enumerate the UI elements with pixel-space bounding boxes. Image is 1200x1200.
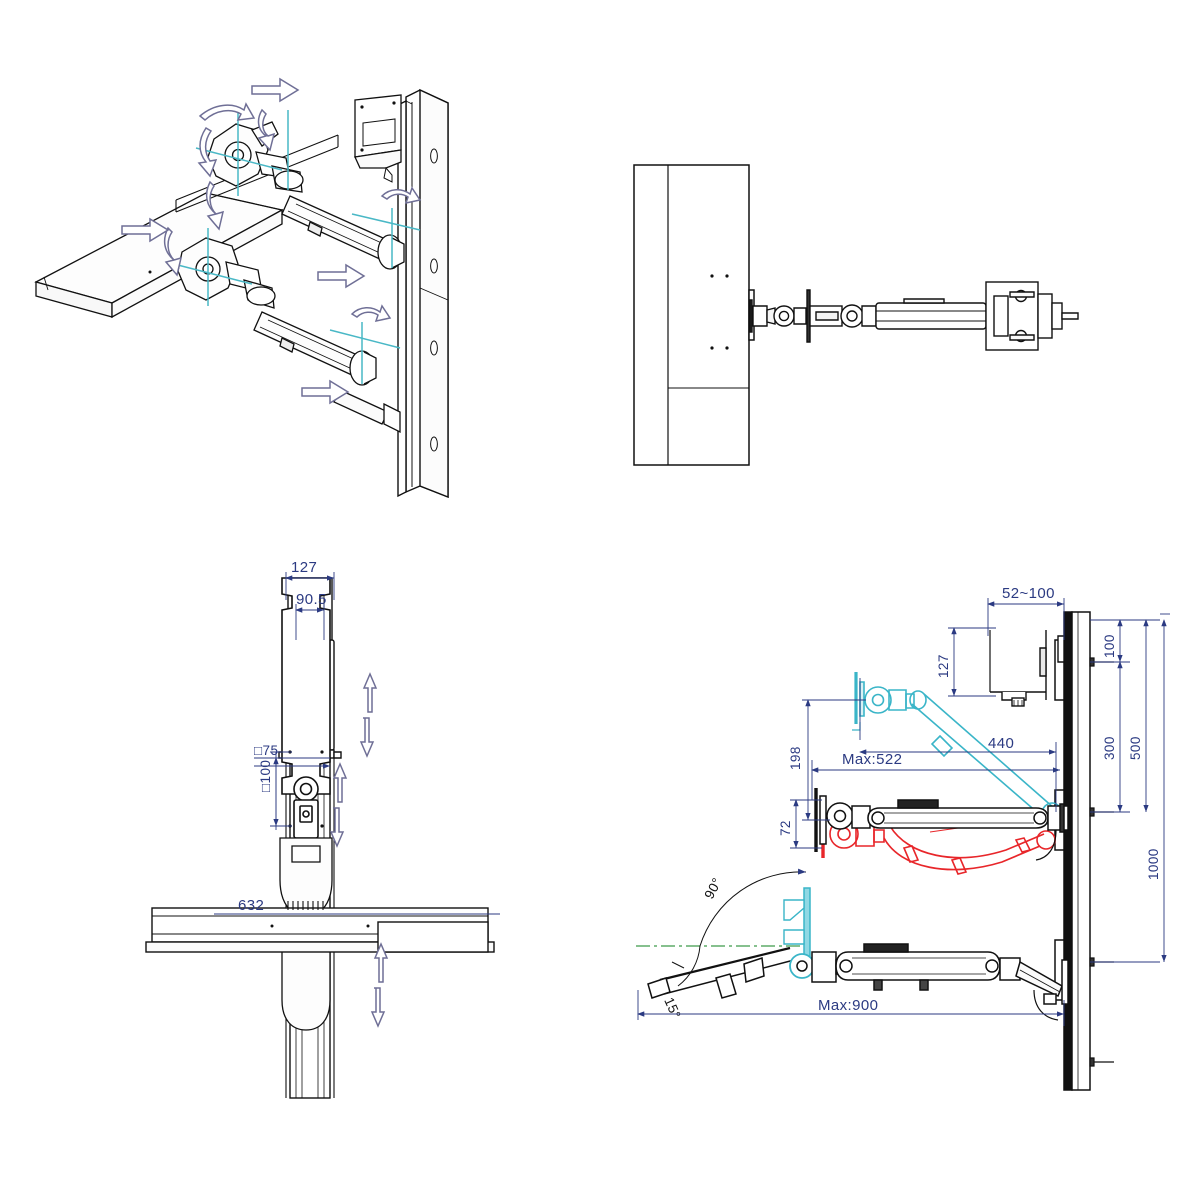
top-arm-assembly [749,281,1079,351]
iso-rotation-arrows [121,77,422,405]
dim-side-max900: Max:900 [818,997,878,1014]
dim-front-vesa100: □100 [258,760,273,792]
iso-motion-axes [165,110,421,384]
dim-side-198: 198 [788,746,803,770]
dim-side-15deg: 15° [661,995,683,1021]
dim-side-440: 440 [988,735,1014,752]
view-isometric [34,77,449,499]
side-vesa-detail [989,630,1065,707]
dim-front-vesa75: □75 [254,743,278,758]
dim-side-100: 100 [1102,634,1117,658]
view-front: 127 90.5 □75 □100 632 [145,559,500,1099]
view-top [633,164,1079,466]
front-lower-joint [279,837,333,1031]
iso-wall-rail [397,88,449,499]
dim-side-500: 500 [1128,736,1143,760]
dim-front-127: 127 [291,559,317,576]
dim-side-max522: Max:522 [842,751,902,768]
dim-side-72: 72 [778,820,793,836]
dim-front-90-5: 90.5 [296,591,327,608]
view-side: 90° 15° [636,585,1170,1091]
iso-vesa-bracket [354,94,402,183]
side-dimensions [637,598,1170,1026]
side-ghost-raised [852,672,1063,826]
top-wall-panel [633,164,755,466]
front-travel-arrows [329,672,389,1028]
dim-front-632: 632 [238,897,264,914]
dim-side-300: 300 [1102,736,1117,760]
front-vesa-plate [281,577,331,839]
side-angle-dimensions [671,868,807,987]
side-arm-upper-black [814,788,1069,861]
front-keyboard-tray [145,901,495,953]
dim-side-90deg: 90° [701,875,724,901]
front-dimensions [214,572,500,915]
side-lower-assembly [647,887,1069,1021]
dim-side-127: 127 [936,654,951,678]
dim-side-1000: 1000 [1146,848,1161,880]
dim-side-52-100: 52~100 [1002,585,1055,602]
